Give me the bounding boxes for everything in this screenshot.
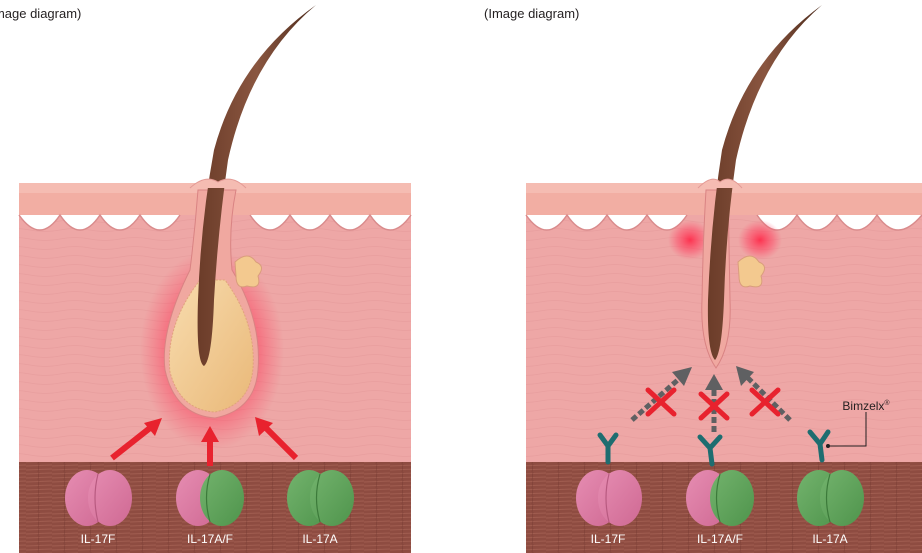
right-label-il17af: IL-17A/F xyxy=(697,532,743,546)
left-cytokine-il17f xyxy=(65,470,132,526)
left-label-il17af: IL-17A/F xyxy=(187,532,233,546)
left-panel: IL-17F IL-17A/F IL-17A xyxy=(19,5,411,553)
drug-registered-mark: ® xyxy=(884,399,890,407)
right-label-il17f: IL-17F xyxy=(591,532,626,546)
right-cytokine-il17a xyxy=(797,470,864,526)
left-cytokine-il17a xyxy=(287,470,354,526)
left-label-il17a: IL-17A xyxy=(302,532,337,546)
right-cytokine-il17af xyxy=(686,470,754,526)
right-label-il17a: IL-17A xyxy=(812,532,847,546)
drug-name: Bimzelx xyxy=(842,399,884,413)
left-label-il17f: IL-17F xyxy=(81,532,116,546)
right-panel: IL-17F IL-17A/F IL-17A Bimzelx® xyxy=(526,5,922,553)
right-cytokine-il17f xyxy=(576,470,642,526)
drug-label: Bimzelx® xyxy=(842,399,890,413)
left-cytokine-il17af xyxy=(176,470,244,526)
right-inflammation-spot-right xyxy=(738,220,782,260)
